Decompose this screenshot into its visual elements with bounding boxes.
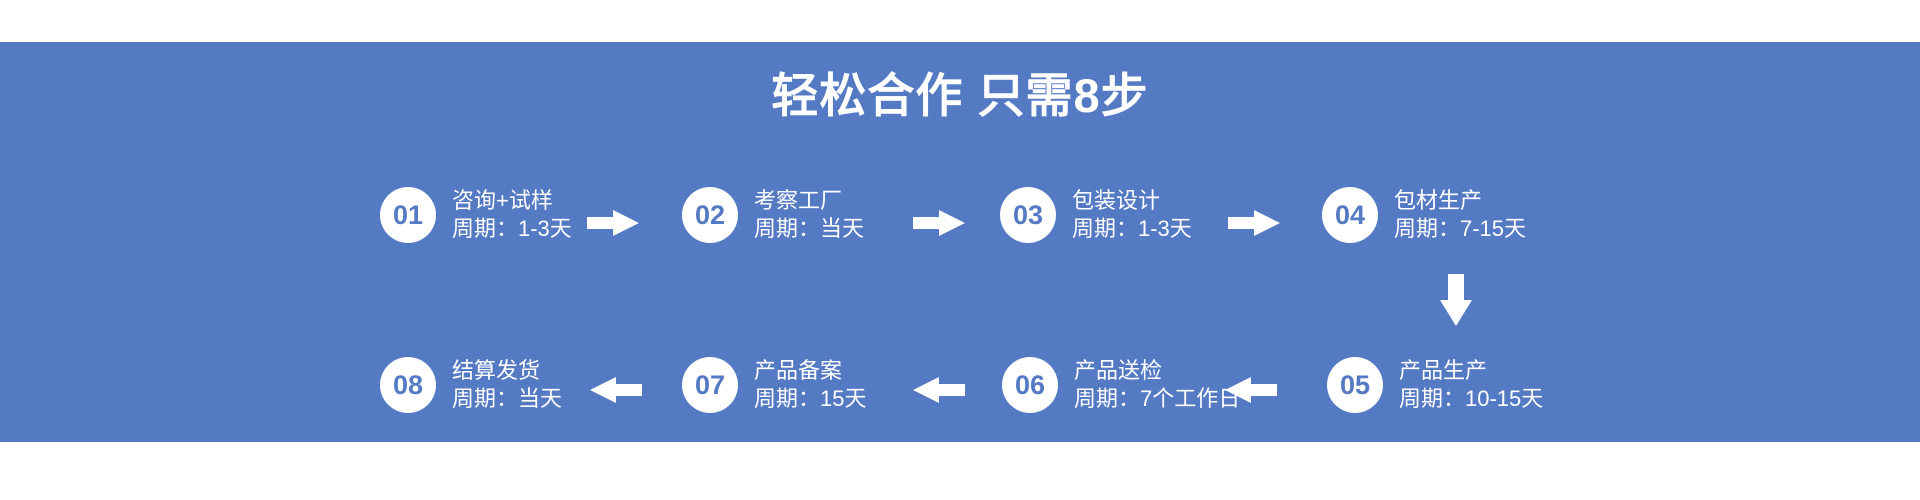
arrow-right-icon (1228, 210, 1280, 236)
step-06-period: 周期：7个工作日 (1074, 386, 1241, 411)
step-04-period: 周期：7-15天 (1394, 216, 1527, 241)
arrow-left-icon (913, 377, 965, 403)
arrow-right-icon (913, 210, 965, 236)
step-02-number: 02 (694, 199, 726, 230)
step-05-title: 产品生产 (1399, 358, 1488, 383)
step-05-badge: 05 (1327, 357, 1383, 413)
step-01-period: 周期：1-3天 (452, 216, 572, 241)
step-05: 05 产品生产 周期：10-15天 (1327, 356, 1543, 414)
step-06-number: 06 (1014, 369, 1046, 400)
step-07: 07 产品备案 周期：15天 (682, 356, 866, 414)
step-08-title: 结算发货 (452, 358, 541, 383)
step-04-badge: 04 (1322, 187, 1378, 243)
step-01-badge: 01 (380, 187, 436, 243)
step-06: 06 产品送检 周期：7个工作日 (1002, 356, 1240, 414)
step-04: 04 包材生产 周期：7-15天 (1322, 186, 1526, 244)
step-07-number: 07 (694, 369, 726, 400)
step-08-number: 08 (392, 369, 424, 400)
step-03-number: 03 (1012, 199, 1044, 230)
blue-banner-background (0, 42, 1920, 442)
step-07-badge: 07 (682, 357, 738, 413)
arrow-down-icon (1440, 274, 1472, 326)
step-03-title: 包装设计 (1072, 188, 1161, 213)
step-04-number: 04 (1334, 199, 1366, 230)
step-08-badge: 08 (380, 357, 436, 413)
step-01-title: 咨询+试样 (452, 188, 553, 213)
arrow-left-icon (1225, 377, 1277, 403)
step-01-number: 01 (392, 199, 424, 230)
step-02-badge: 02 (682, 187, 738, 243)
step-01: 01 咨询+试样 周期：1-3天 (380, 186, 572, 244)
arrow-right-icon (587, 210, 639, 236)
step-03-badge: 03 (1000, 187, 1056, 243)
step-02-title: 考察工厂 (754, 188, 843, 213)
step-07-title: 产品备案 (754, 358, 843, 383)
step-05-period: 周期：10-15天 (1399, 386, 1544, 411)
step-03: 03 包装设计 周期：1-3天 (1000, 186, 1192, 244)
step-03-period: 周期：1-3天 (1072, 216, 1192, 241)
arrow-left-icon (590, 377, 642, 403)
step-06-badge: 06 (1002, 357, 1058, 413)
step-07-period: 周期：15天 (754, 386, 867, 411)
step-08-period: 周期：当天 (452, 386, 563, 411)
step-05-number: 05 (1339, 369, 1371, 400)
banner-title: 轻松合作 只需8步 (771, 69, 1149, 122)
step-02: 02 考察工厂 周期：当天 (682, 186, 864, 244)
step-06-title: 产品送检 (1074, 358, 1163, 383)
step-02-period: 周期：当天 (754, 216, 865, 241)
step-08: 08 结算发货 周期：当天 (380, 356, 562, 414)
step-04-title: 包材生产 (1394, 188, 1483, 213)
